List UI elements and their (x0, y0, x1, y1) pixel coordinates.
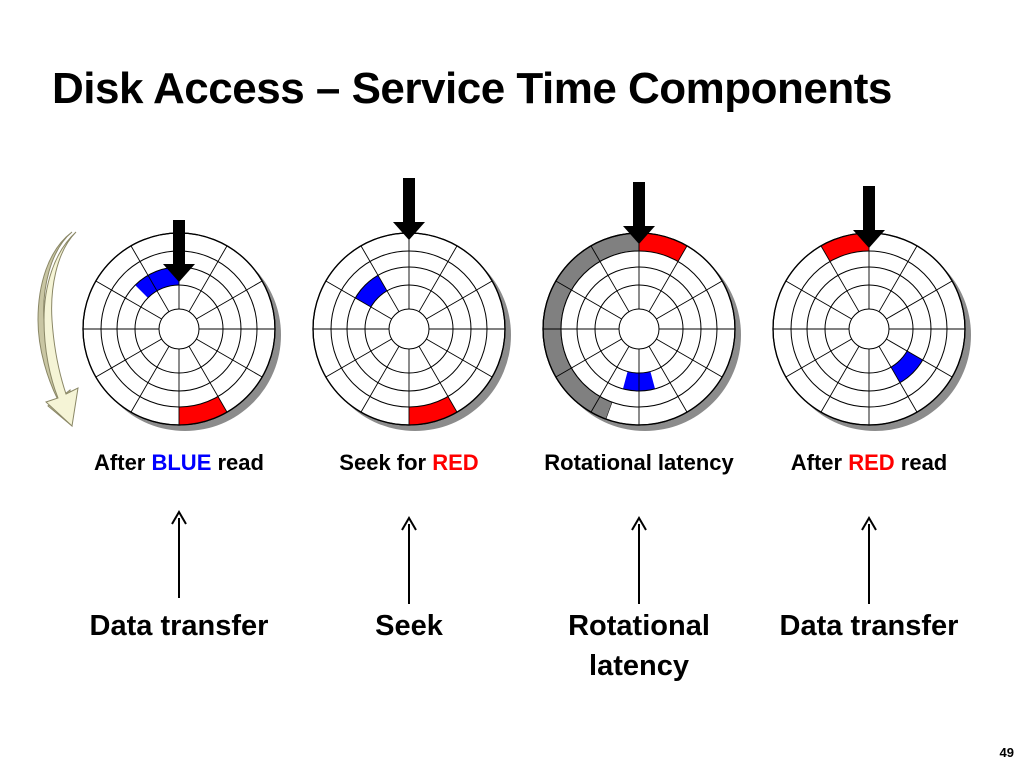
track-ring (388, 308, 430, 350)
read-head-arrow-icon (163, 220, 195, 282)
sector-divider (820, 245, 860, 312)
sector-divider (196, 338, 263, 378)
disk-platter-seek (312, 232, 511, 431)
caption-highlight: RED (432, 450, 479, 475)
head-tip (393, 222, 425, 240)
caption-rotational-latency: Rotational latency (544, 450, 734, 475)
sector-divider (95, 280, 162, 320)
sector-divider (95, 338, 162, 378)
sector-divider (878, 245, 918, 312)
read-head-arrow-icon (853, 186, 885, 248)
sector-divider (656, 280, 723, 320)
sector-divider (656, 338, 723, 378)
head-shaft (173, 220, 185, 266)
sector-divider (130, 346, 170, 413)
head-tip (163, 264, 195, 282)
sector-divider (426, 280, 493, 320)
track-ring (618, 308, 660, 350)
disk-platter-after-red-read (772, 232, 971, 431)
sector-divider (590, 245, 630, 312)
sector-divider (360, 346, 400, 413)
head-shaft (633, 182, 645, 228)
sector-divider (878, 346, 918, 413)
sector-divider (188, 346, 228, 413)
sector-divider (325, 338, 392, 378)
phase-label-rotational-latency: Rotational latency (519, 606, 759, 686)
caption-highlight: BLUE (151, 450, 212, 475)
blue-sector (355, 275, 387, 307)
track-ring (848, 308, 890, 350)
blue-sector (135, 267, 179, 298)
caption-highlight: RED (848, 450, 895, 475)
sector-divider (785, 338, 852, 378)
head-shaft (863, 186, 875, 232)
track-ring (158, 308, 200, 350)
caption-after-red-read: After RED read (790, 450, 948, 475)
phase-label-data-transfer: Data transfer (89, 610, 269, 642)
sector-divider (555, 280, 622, 320)
phase-label-text: Rotational latency (568, 610, 710, 682)
sector-divider (820, 346, 860, 413)
phase-label-seek: Seek (375, 610, 443, 642)
sector-divider (130, 245, 170, 312)
blue-sector (891, 351, 923, 383)
sector-divider (886, 280, 953, 320)
head-shaft (403, 178, 415, 224)
page-number: 49 (999, 745, 1014, 760)
sector-divider (418, 245, 458, 312)
link-arrow-3 (631, 516, 647, 604)
read-head-arrow-icon (623, 182, 655, 244)
sector-divider (886, 338, 953, 378)
disk-platter-after-blue-read (82, 232, 281, 431)
read-head-arrow-icon (393, 178, 425, 240)
sector-divider (360, 245, 400, 312)
disk-platter-rotational-latency (542, 232, 741, 431)
sector-divider (418, 346, 458, 413)
sector-divider (785, 280, 852, 320)
caption-after-blue-read: After BLUE read (94, 450, 264, 475)
sector-divider (426, 338, 493, 378)
sector-divider (590, 346, 630, 413)
sector-divider (325, 280, 392, 320)
sector-divider (555, 338, 622, 378)
sector-divider (648, 245, 688, 312)
sector-divider (648, 346, 688, 413)
slide-title: Disk Access – Service Time Components (52, 64, 892, 113)
link-arrow-2 (401, 516, 417, 604)
link-arrow-4 (861, 516, 877, 604)
head-tip (623, 226, 655, 244)
phase-label-data-transfer-2: Data transfer (779, 610, 959, 642)
rotation-arrow-icon (37, 231, 79, 428)
caption-seek-for-red: Seek for RED (339, 450, 479, 475)
sector-divider (196, 280, 263, 320)
head-tip (853, 230, 885, 248)
link-arrow-1 (171, 510, 187, 598)
sector-divider (188, 245, 228, 312)
